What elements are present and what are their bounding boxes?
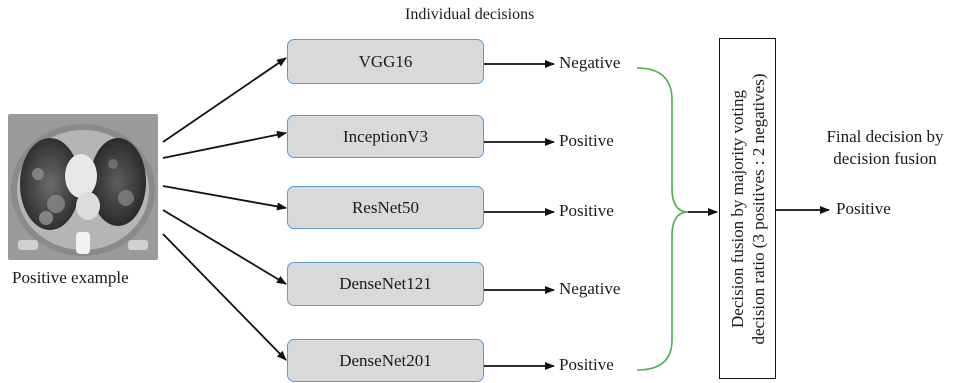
model-name: InceptionV3 xyxy=(343,126,428,146)
arrow-input-to-densenet121 xyxy=(162,209,287,285)
ct-scan-image xyxy=(8,114,158,260)
final-title-line-2: decision fusion xyxy=(833,149,937,168)
final-decision-title: Final decision by decision fusion xyxy=(812,126,958,170)
individual-decisions-heading: Individual decisions xyxy=(405,6,535,23)
decision-inceptionv3: Positive xyxy=(559,131,614,150)
final-title-line-1: Final decision by xyxy=(826,127,944,146)
model-box-densenet201: DenseNet201 xyxy=(287,339,484,382)
decision-fusion-box: Decision fusion by majority voting decis… xyxy=(719,38,776,379)
green-brace xyxy=(636,67,689,371)
decision-densenet121: Negative xyxy=(559,279,621,298)
arrow-input-to-densenet201 xyxy=(162,233,287,361)
model-name: DenseNet121 xyxy=(339,274,432,293)
model-box-inceptionv3: InceptionV3 xyxy=(287,115,484,158)
input-example-label: Positive example xyxy=(12,268,129,287)
model-name: VGG16 xyxy=(358,51,413,71)
final-decision-value: Positive xyxy=(836,199,891,218)
decision-vgg16: Negative xyxy=(559,53,621,72)
decision-fusion-text: Decision fusion by majority voting decis… xyxy=(727,49,769,369)
arrow-input-to-resnet50 xyxy=(162,185,287,211)
arrow-input-to-inceptionv3 xyxy=(162,130,287,159)
arrow-input-to-vgg16 xyxy=(162,57,287,143)
model-box-vgg16: VGG16 xyxy=(287,39,484,84)
fusion-line-1: Decision fusion by majority voting xyxy=(727,89,747,328)
model-name: DenseNet201 xyxy=(339,350,432,370)
model-box-densenet121: DenseNet121 xyxy=(287,262,484,306)
model-box-resnet50: ResNet50 xyxy=(287,186,484,229)
decision-resnet50: Positive xyxy=(559,201,614,220)
ct-scan-graphic xyxy=(8,114,158,260)
fusion-line-2: decision ratio (3 positives : 2 negative… xyxy=(748,73,768,344)
model-name: ResNet50 xyxy=(351,197,420,217)
decision-densenet201: Positive xyxy=(559,355,614,374)
